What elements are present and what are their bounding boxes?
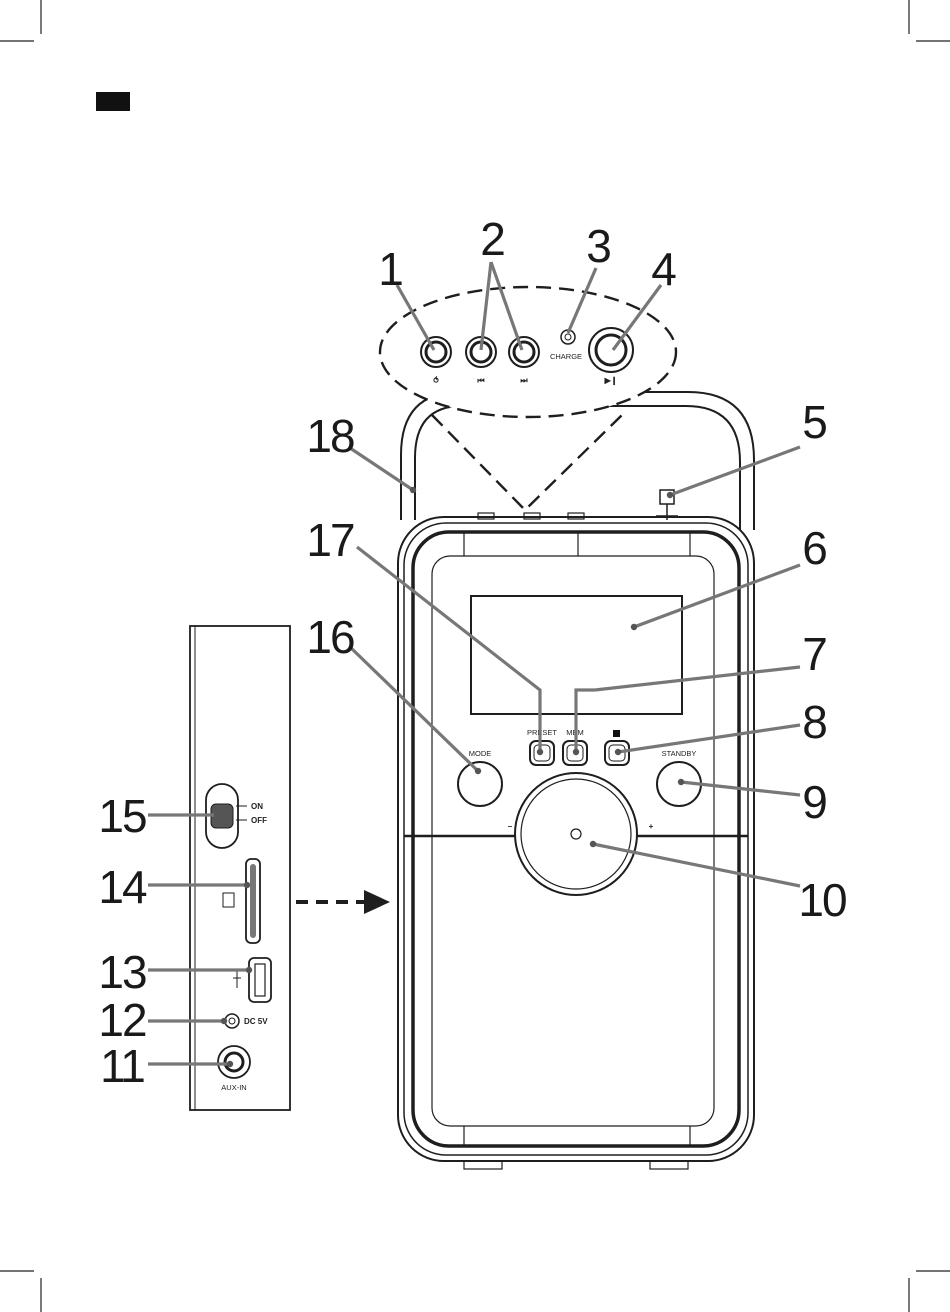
preset-label: PRESET [527, 728, 557, 737]
callout-12: 12 [98, 994, 146, 1046]
volume-knob[interactable] [515, 773, 637, 895]
side-view-arrow [296, 890, 390, 914]
off-label: OFF [251, 816, 267, 825]
charge-label: CHARGE [550, 352, 582, 361]
callout-4: 4 [651, 243, 676, 295]
sd-card-icon [223, 893, 234, 907]
minus-label: – [508, 822, 513, 831]
standby-label: STANDBY [662, 749, 697, 758]
callout-8: 8 [802, 696, 826, 748]
next-icon: ⏭ [520, 376, 528, 385]
callout-16: 16 [306, 611, 354, 663]
callout-3: 3 [586, 220, 610, 272]
callout-9: 9 [802, 776, 826, 828]
aux-label: AUX-IN [221, 1083, 246, 1092]
play-pause-icon: ▶❙ [604, 376, 618, 386]
side-panel [190, 626, 290, 1110]
main-unit [398, 513, 754, 1169]
aux-in-jack[interactable] [218, 1046, 250, 1078]
callout-6: 6 [802, 522, 826, 574]
dc-label: DC 5V [244, 1017, 268, 1026]
language-tab [96, 92, 130, 111]
callout-18: 18 [306, 410, 354, 462]
stop-icon [613, 730, 620, 737]
callout-13: 13 [98, 946, 146, 998]
callout-7: 7 [802, 628, 826, 680]
callout-10: 10 [798, 874, 846, 926]
usb-icon [233, 970, 241, 988]
leader-dots [214, 487, 684, 1067]
mode-label: MODE [469, 749, 492, 758]
top-panel-detail [380, 287, 676, 510]
callout-2: 2 [480, 213, 504, 265]
callout-11: 11 [100, 1040, 144, 1092]
callout-5: 5 [802, 396, 826, 448]
plus-label: + [649, 822, 654, 831]
callout-15: 15 [98, 790, 146, 842]
prev-icon: ⏮ [477, 376, 484, 385]
callout-14: 14 [98, 861, 147, 913]
callout-17: 17 [306, 514, 354, 566]
repeat-icon: ⥀ [433, 376, 439, 385]
callout-1: 1 [378, 243, 402, 295]
on-label: ON [251, 802, 263, 811]
